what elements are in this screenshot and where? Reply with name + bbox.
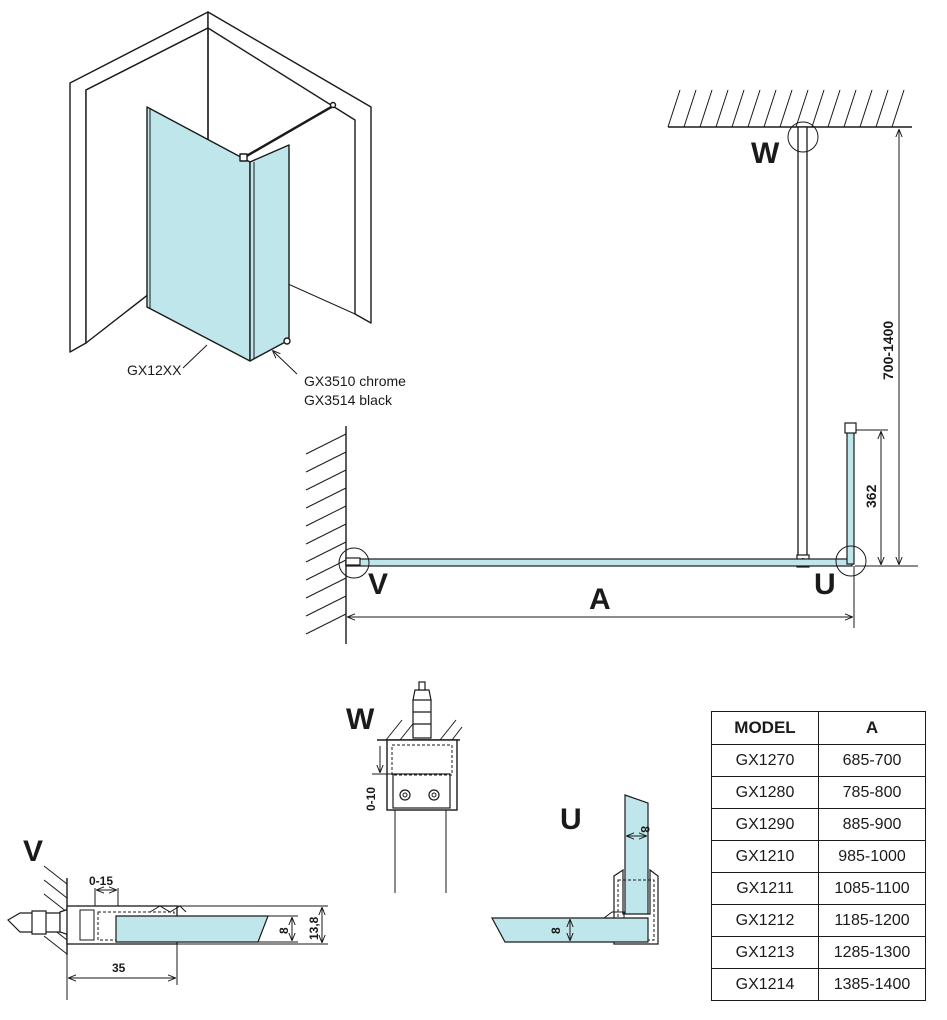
detail-circle-u <box>835 545 867 577</box>
detail-w-anchor <box>412 689 432 739</box>
detail-w <box>372 681 463 893</box>
detail-v <box>7 865 328 1000</box>
detail-w-dim: 0-10 <box>364 787 378 811</box>
detail-u-label: U <box>560 803 582 836</box>
plan-point-w: W <box>751 137 780 170</box>
iso-return-panel <box>249 144 290 362</box>
plan-return-glass <box>846 429 855 565</box>
detail-v-depth: 35 <box>112 961 126 975</box>
bar-chrome-label: GX3510 chrome <box>304 373 406 389</box>
a-cell: 685-700 <box>818 744 926 777</box>
iso-glass-panel <box>146 106 251 362</box>
model-cell: GX1280 <box>711 776 819 809</box>
detail-v-anchor <box>7 910 61 935</box>
plan-view <box>305 89 918 644</box>
a-cell: 1185-1200 <box>818 904 926 937</box>
detail-v-gap: 0-15 <box>89 874 113 888</box>
header-model: MODEL <box>711 711 819 745</box>
detail-v-glass <box>115 915 269 943</box>
model-cell: GX1211 <box>711 872 819 905</box>
table-header-row: MODEL A <box>711 711 926 745</box>
a-cell: 985-1000 <box>818 840 926 873</box>
detail-u-glass-dim-2: 8 <box>549 927 563 934</box>
panel-code-label: GX12XX <box>127 362 182 378</box>
plan-point-u: U <box>814 568 836 601</box>
a-cell: 1285-1300 <box>818 936 926 969</box>
plan-dim-362: 362 <box>863 484 879 508</box>
detail-v-glass-dim: 8 <box>277 927 291 934</box>
model-cell: GX1210 <box>711 840 819 873</box>
detail-v-label: V <box>23 835 43 868</box>
plan-glass-panel <box>345 558 853 567</box>
a-cell: 1085-1100 <box>818 872 926 905</box>
model-cell: GX1212 <box>711 904 819 937</box>
iso-stabilizing-bar <box>242 104 334 160</box>
plan-point-v: V <box>368 568 388 601</box>
detail-u <box>490 794 659 945</box>
a-cell: 785-800 <box>818 776 926 809</box>
detail-w-label: W <box>346 703 375 736</box>
header-a: A <box>818 711 926 745</box>
wall-hatch <box>305 433 347 635</box>
plan-vertical-bar <box>797 126 808 565</box>
plan-dim-height: 700-1400 <box>880 321 896 380</box>
plan-dim-a: A <box>589 583 611 616</box>
model-cell: GX1290 <box>711 808 819 841</box>
isometric-view <box>69 11 372 375</box>
detail-v-profile-dim: 13,8 <box>307 916 321 940</box>
detail-u-glass-dim-1: 8 <box>638 826 652 833</box>
detail-u-vertical-glass <box>624 794 649 916</box>
bar-black-label: GX3514 black <box>304 392 393 408</box>
a-cell: 885-900 <box>818 808 926 841</box>
model-cell: GX1270 <box>711 744 819 777</box>
a-cell: 1385-1400 <box>818 968 926 1001</box>
ceiling-hatch <box>667 89 905 128</box>
model-cell: GX1214 <box>711 968 819 1001</box>
model-cell: GX1213 <box>711 936 819 969</box>
detail-circle-v <box>338 547 370 579</box>
